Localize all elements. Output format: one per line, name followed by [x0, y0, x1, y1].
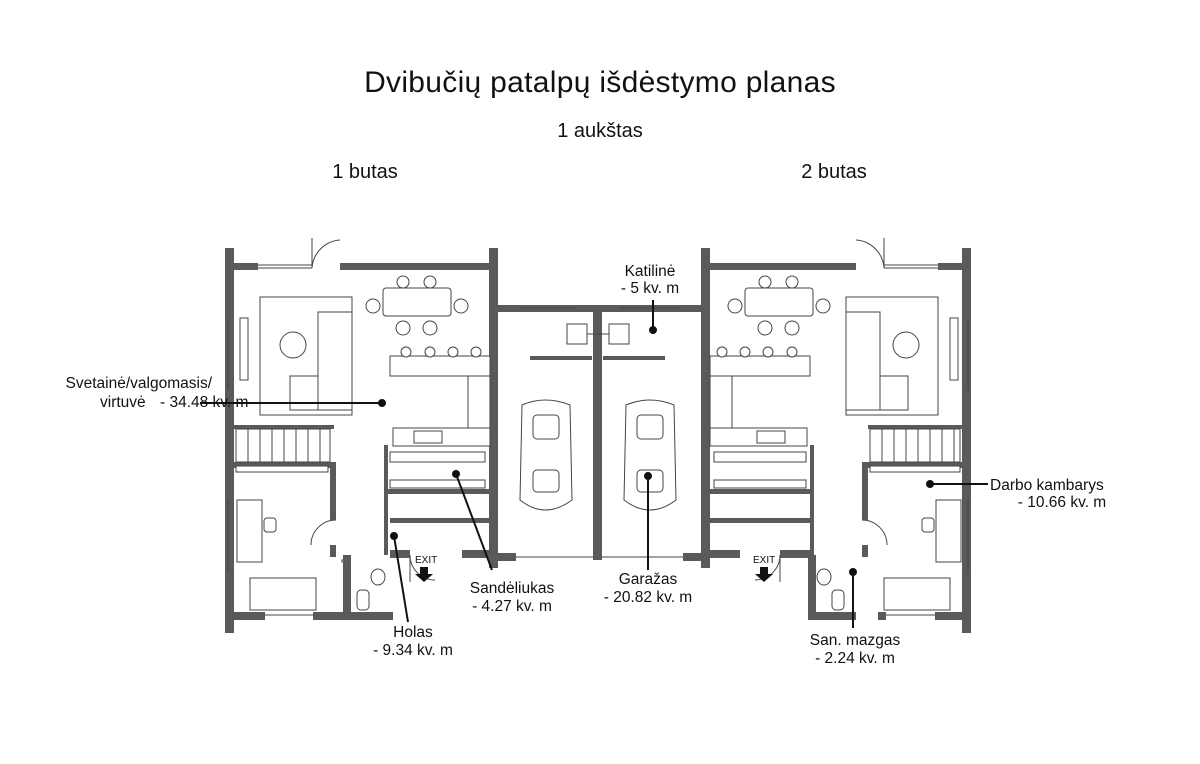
exit-markers: EXIT EXIT: [415, 555, 775, 582]
room-name-holas: Holas: [393, 624, 433, 641]
room-area-holas: - 9.34 kv. m: [373, 642, 453, 659]
room-name-sandeliukas: Sandėliukas: [470, 580, 555, 597]
room-name2-svetaine: virtuvė: [100, 394, 146, 411]
room-name-katiline: Katilinė: [625, 263, 676, 280]
leader-lines: [200, 300, 988, 628]
room-name-darbo: Darbo kambarys: [990, 477, 1104, 494]
walls: [225, 248, 971, 633]
room-area-sandeliukas: - 4.27 kv. m: [472, 598, 552, 615]
furniture: [235, 275, 962, 611]
room-name-svetaine: Svetainė/valgomasis/: [66, 375, 213, 392]
room-name-garazas: Garažas: [619, 571, 678, 588]
fine-lines: [227, 238, 969, 616]
exit-label-1: EXIT: [415, 555, 437, 566]
plan-title: Dvibučių patalpų išdėstymo planas: [364, 66, 836, 99]
room-name-san-mazgas: San. mazgas: [810, 632, 901, 649]
room-area-darbo: - 10.66 kv. m: [1018, 494, 1106, 511]
room-area-svetaine: - 34.48 kv. m: [160, 394, 248, 411]
unit-2-label: 2 butas: [801, 161, 867, 183]
room-area-san-mazgas: - 2.24 kv. m: [815, 650, 895, 667]
floor-label: 1 aukštas: [557, 120, 643, 142]
room-labels: Katilinė - 5 kv. m Svetainė/valgomasis/ …: [66, 263, 1107, 667]
exit-label-2: EXIT: [753, 555, 775, 566]
room-area-garazas: - 20.82 kv. m: [604, 589, 692, 606]
room-area-katiline: - 5 kv. m: [621, 280, 679, 297]
unit-1-label: 1 butas: [332, 161, 398, 183]
